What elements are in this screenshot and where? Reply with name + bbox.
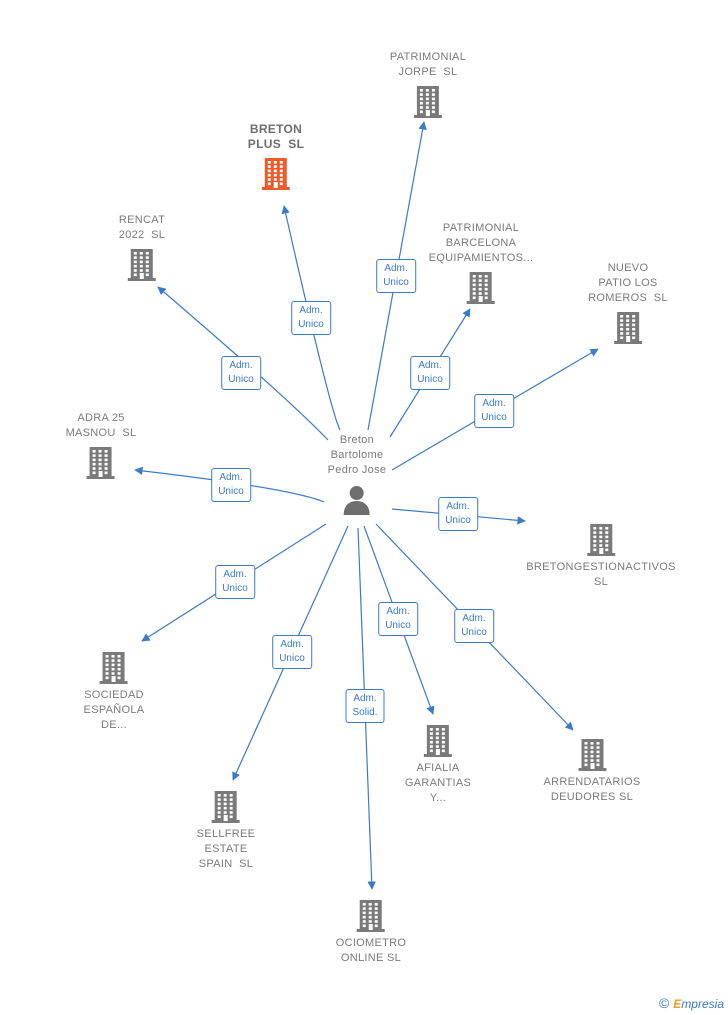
company-node-afialia[interactable]: AFIALIA GARANTIAS Y... xyxy=(405,723,471,806)
relation-badge-breton-plus[interactable]: Adm. Unico xyxy=(291,301,331,335)
building-icon xyxy=(128,249,156,281)
relation-badge-sellfree[interactable]: Adm. Unico xyxy=(272,635,312,669)
person-node[interactable]: Breton Bartolome Pedro Jose xyxy=(328,433,387,516)
relation-badge-nuevo-patio[interactable]: Adm. Unico xyxy=(474,394,514,428)
footer-brand: ©Empresia xyxy=(659,995,724,1011)
building-icon xyxy=(413,86,442,118)
company-node-sociedad-espanola[interactable]: SOCIEDAD ESPAÑOLA DE... xyxy=(84,650,145,733)
company-node-adra-25[interactable]: ADRA 25 MASNOU SL xyxy=(66,411,137,479)
company-name: RENCAT 2022 SL xyxy=(118,214,166,241)
copyright-symbol: © xyxy=(658,995,670,1011)
relation-badge-sociedad-espanola[interactable]: Adm. Unico xyxy=(215,565,255,599)
relation-badge-arrendatarios[interactable]: Adm. Unico xyxy=(454,609,494,643)
building-icon xyxy=(614,312,642,344)
relation-badge-patrimonial-barcelona[interactable]: Adm. Unico xyxy=(410,356,450,390)
building-icon xyxy=(212,791,240,823)
company-name: BRETON PLUS SL xyxy=(247,122,305,151)
company-name: ADRA 25 MASNOU SL xyxy=(65,412,137,439)
building-icon xyxy=(587,524,615,556)
relation-badge-rencat-2022[interactable]: Adm. Unico xyxy=(221,356,261,390)
building-icon xyxy=(262,158,290,190)
relation-badge-patrimonial-jorpe[interactable]: Adm. Unico xyxy=(376,259,416,293)
company-name: SOCIEDAD ESPAÑOLA DE... xyxy=(83,689,145,731)
company-node-ociometro[interactable]: OCIOMETRO ONLINE SL xyxy=(336,898,407,966)
company-node-rencat-2022[interactable]: RENCAT 2022 SL xyxy=(119,213,165,281)
relation-badge-afialia[interactable]: Adm. Unico xyxy=(378,602,418,636)
brand-name: mpresia xyxy=(681,997,724,1011)
building-icon xyxy=(86,447,115,479)
relation-badge-adra-25[interactable]: Adm. Unico xyxy=(211,468,251,502)
company-name: SELLFREE ESTATE SPAIN SL xyxy=(196,828,256,870)
company-node-bretongestion[interactable]: BRETONGESTIONACTIVOS SL xyxy=(526,522,675,590)
relation-badge-bretongestion[interactable]: Adm. Unico xyxy=(438,497,478,531)
company-node-nuevo-patio[interactable]: NUEVO PATIO LOS ROMEROS SL xyxy=(588,261,668,344)
person-icon xyxy=(344,486,370,515)
building-icon xyxy=(577,739,606,771)
relation-badge-ociometro[interactable]: Adm. Solid. xyxy=(345,689,385,723)
relation-line-breton-plus xyxy=(281,205,341,431)
company-name: BRETONGESTIONACTIVOS SL xyxy=(526,561,676,588)
company-node-breton-plus[interactable]: BRETON PLUS SL xyxy=(248,122,304,190)
relation-line-adra-25 xyxy=(134,466,325,503)
company-name: PATRIMONIAL BARCELONA EQUIPAMIENTOS... xyxy=(428,222,534,264)
company-name: OCIOMETRO ONLINE SL xyxy=(335,937,407,964)
company-name: NUEVO PATIO LOS ROMEROS SL xyxy=(588,262,668,304)
relation-line-rencat-2022 xyxy=(157,286,329,441)
building-icon xyxy=(99,652,128,684)
company-name: AFIALIA GARANTIAS Y... xyxy=(404,762,472,804)
brand-e: E xyxy=(673,997,682,1011)
company-name: ARRENDATARIOS DEUDORES SL xyxy=(543,776,641,803)
company-node-patrimonial-barcelona[interactable]: PATRIMONIAL BARCELONA EQUIPAMIENTOS... xyxy=(429,221,534,304)
building-icon xyxy=(356,900,385,932)
building-icon xyxy=(466,272,495,304)
building-icon xyxy=(424,725,452,757)
company-node-sellfree[interactable]: SELLFREE ESTATE SPAIN SL xyxy=(197,789,256,872)
person-name: Breton Bartolome Pedro Jose xyxy=(327,434,387,476)
company-name: PATRIMONIAL JORPE SL xyxy=(389,51,467,78)
company-node-arrendatarios[interactable]: ARRENDATARIOS DEUDORES SL xyxy=(543,737,640,805)
company-node-patrimonial-jorpe[interactable]: PATRIMONIAL JORPE SL xyxy=(390,50,466,118)
